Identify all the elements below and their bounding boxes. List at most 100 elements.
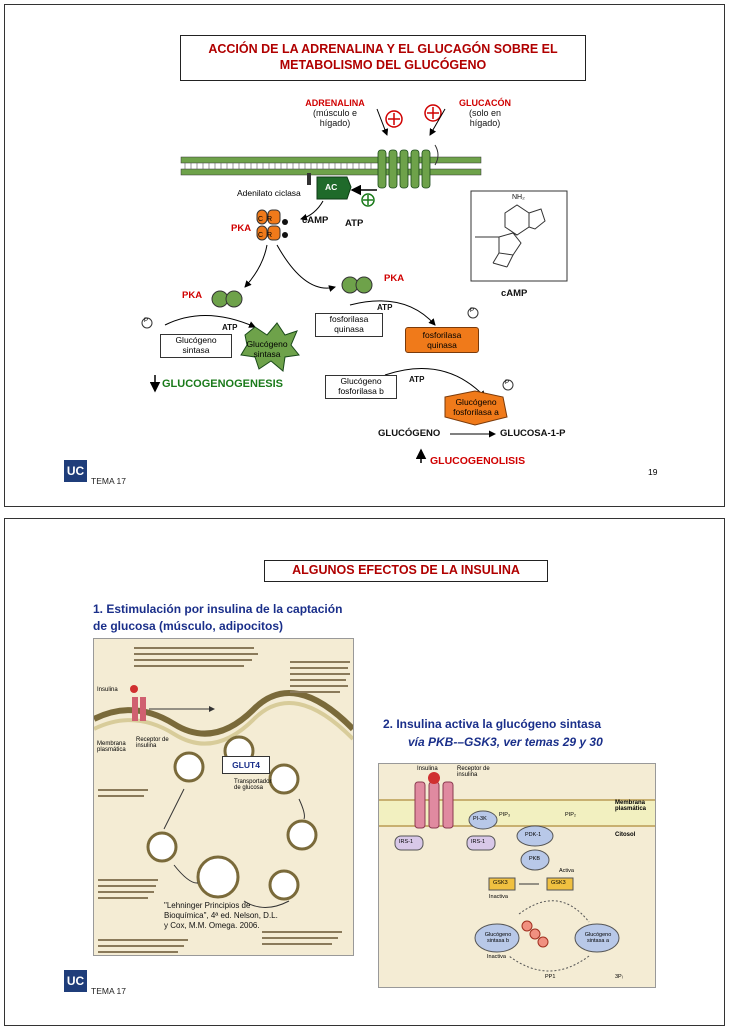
fig2-membrana-label: Membrana plasmática [615,800,647,812]
fig2-pip3-label: PIP₃ [499,812,511,818]
glucogeno-sintasa-box: Glucógeno sintasa [160,334,232,358]
fig2-activa-label: Activa [559,868,574,874]
glycogen-synthase-p-shape [240,322,300,372]
fosforilasa-quinasa-box: fosforilasa quinasa [315,313,383,337]
gsp-line-1: Glucógeno [246,339,288,349]
pka-label-right: PKA [384,273,405,284]
adrenalina-name: ADRENALINA [305,98,365,108]
p-icon-left: P [144,318,149,324]
fig2-citosol-label: Citosol [615,832,636,838]
glucogeno-sintasa-p-label: Glucógeno sintasa [239,339,295,359]
glucogeno-label: GLUCÓGENO [378,428,441,439]
fig2-inactiva-label-2: Inactiva [487,954,506,960]
fig2-pip2-label: PIP₂ [565,812,576,818]
gs-line-1: Glucógeno [175,335,217,345]
fig2-gs-a-label: Glucógeno sintasa a [584,932,612,944]
insulin-signaling-figure: Insulina Receptor de insulina Membrana p… [378,763,656,988]
fig2-pp1-label: PP1 [545,974,556,980]
citation: "Lehninger Principios de Bioquímica", 4ª… [164,901,278,931]
citation-line-2: Bioquímica", 4ª ed. Nelson, D.L. [164,911,278,920]
glut4-label: GLUT4 [222,756,270,774]
page-number: 19 [648,467,658,477]
adrenalina-sub1: (músculo e [312,108,357,118]
glut4-figure-art [94,647,353,953]
camp-struct-label: cAMP [501,288,528,299]
pka-label-left: PKA [182,290,203,301]
adenilato-ciclasa-label: Adenilato ciclasa [237,188,301,198]
atp-label-top: ATP [345,218,364,229]
gfb-line-1: Glucógeno [340,376,382,386]
plus-icon-glucagon [424,104,442,122]
gsp-line-2: sintasa [253,349,281,359]
uc-logo-2: UC [64,970,87,992]
gfa-line-2: fosforilasa a [453,407,499,417]
glycogen-pathway-diagram [141,104,568,463]
phosphorylase-a-shape [444,390,508,426]
point-2-line-1: 2. Insulina activa la glucógeno sintasa [383,717,602,731]
fosforilasa-quinasa-active: fosforilasa quinasa [405,327,479,353]
glucagon-name: GLUCACÓN [459,98,511,108]
pka-active-left [211,290,243,308]
fig1-membrana-label: Membrana plasmática [97,741,126,753]
camp-label: cAMP [302,215,329,226]
title-line-2: METABOLISMO DEL GLUCÓGENO [279,58,487,72]
glucosa-1-p-label: GLUCOSA-1-P [500,428,566,439]
gs-line-2: sintasa [182,344,210,355]
plasma-membrane [180,156,482,176]
fig1-receptor-label: Receptor de insulina [136,737,169,749]
point-2-line-2: vía PKB-–GSK3, ver temas 29 y 30 [408,735,603,749]
p-icon-right: P [470,308,475,314]
point-1-line-2: de glucosa (músculo, adipocitos) [93,619,284,633]
glucogenolisis-label: GLUCOGENOLISIS [430,455,526,467]
glucogeno-fosforilasa-a-label: Glucógeno fosforilasa a [443,397,509,417]
citation-line-3: y Cox, M.M. Omega. 2006. [164,921,260,930]
fig1-transportador-label: Transportador de glucosa [234,779,272,791]
fq-line-2: quinasa [334,323,364,334]
fig2-pdk1-label: PDK-1 [525,832,542,838]
ac-enzyme [316,176,352,200]
glucagon-sub1: (solo en [468,108,502,118]
uc-logo-1: UC [64,460,87,482]
slide-1: ACCIÓN DE LA ADRENALINA Y EL GLUCAGÓN SO… [4,4,725,507]
footer-tema-2: TEMA 17 [91,986,126,996]
fig2-inactiva-label-1: Inactiva [489,894,508,900]
point-1-line-1: 1. Estimulación por insulina de la capta… [93,602,343,616]
pka-complex [256,209,288,241]
insulin-signaling-art [379,772,655,972]
camp-structure [470,190,568,282]
insulin-receptor-icon [130,685,146,721]
fig2-gs-b-label: Glucógeno sintasa b [484,932,512,944]
adrenalina-label: ADRENALINA (músculo e hígado) [295,98,375,128]
glucogenogenesis-label: GLUCOGENOGENESIS [162,378,284,390]
slide-2-title: ALGUNOS EFECTOS DE LA INSULINA [264,560,548,582]
p-icon-bottom: P [505,380,510,386]
fig2-gsk3-inactive: GSK3 [493,880,508,886]
gfa-line-1: Glucógeno [455,397,497,407]
gfb-line-2: fosforilasa b [338,385,384,396]
adrenalina-sub2: hígado) [319,118,351,128]
fig2-irs1-label-a: IRS-1 [399,839,414,845]
pka-active-right [341,276,373,294]
fig2-receptor-label: Receptor de insulina [457,766,490,778]
point-2-text: 2. Insulina activa la glucógeno sintasa … [383,715,603,751]
citation-line-1: "Lehninger Principios de [164,901,251,910]
point-1-text: 1. Estimulación por insulina de la capta… [93,601,342,635]
fig2-pi3k-label: PI-3K [473,816,487,822]
slide-2: ALGUNOS EFECTOS DE LA INSULINA 1. Estimu… [4,518,725,1026]
footer-tema-1: TEMA 17 [91,476,126,486]
fig2-gsk3-active: GSK3 [551,880,566,886]
atp-label-left: ATP [222,323,238,332]
atp-label-bottom: ATP [409,375,425,384]
gpcr-receptor [377,149,431,189]
atp-label-right: ATP [377,303,393,312]
slide-1-title: ACCIÓN DE LA ADRENALINA Y EL GLUCAGÓN SO… [180,35,586,81]
plus-icon-adrenalina [385,110,403,128]
fq-line-1: fosforilasa [329,314,369,324]
title-line-1: ACCIÓN DE LA ADRENALINA Y EL GLUCAGÓN SO… [208,42,558,56]
fig2-pi-label: 3Pᵢ [615,974,623,980]
fqa-line-1: fosforilasa [422,330,462,340]
glucogeno-fosforilasa-b-box: Glucógeno fosforilasa b [325,375,397,399]
glucagon-sub2: hígado) [469,118,501,128]
glut4-figure: Insulina Receptor de insulina Membrana p… [93,638,354,956]
